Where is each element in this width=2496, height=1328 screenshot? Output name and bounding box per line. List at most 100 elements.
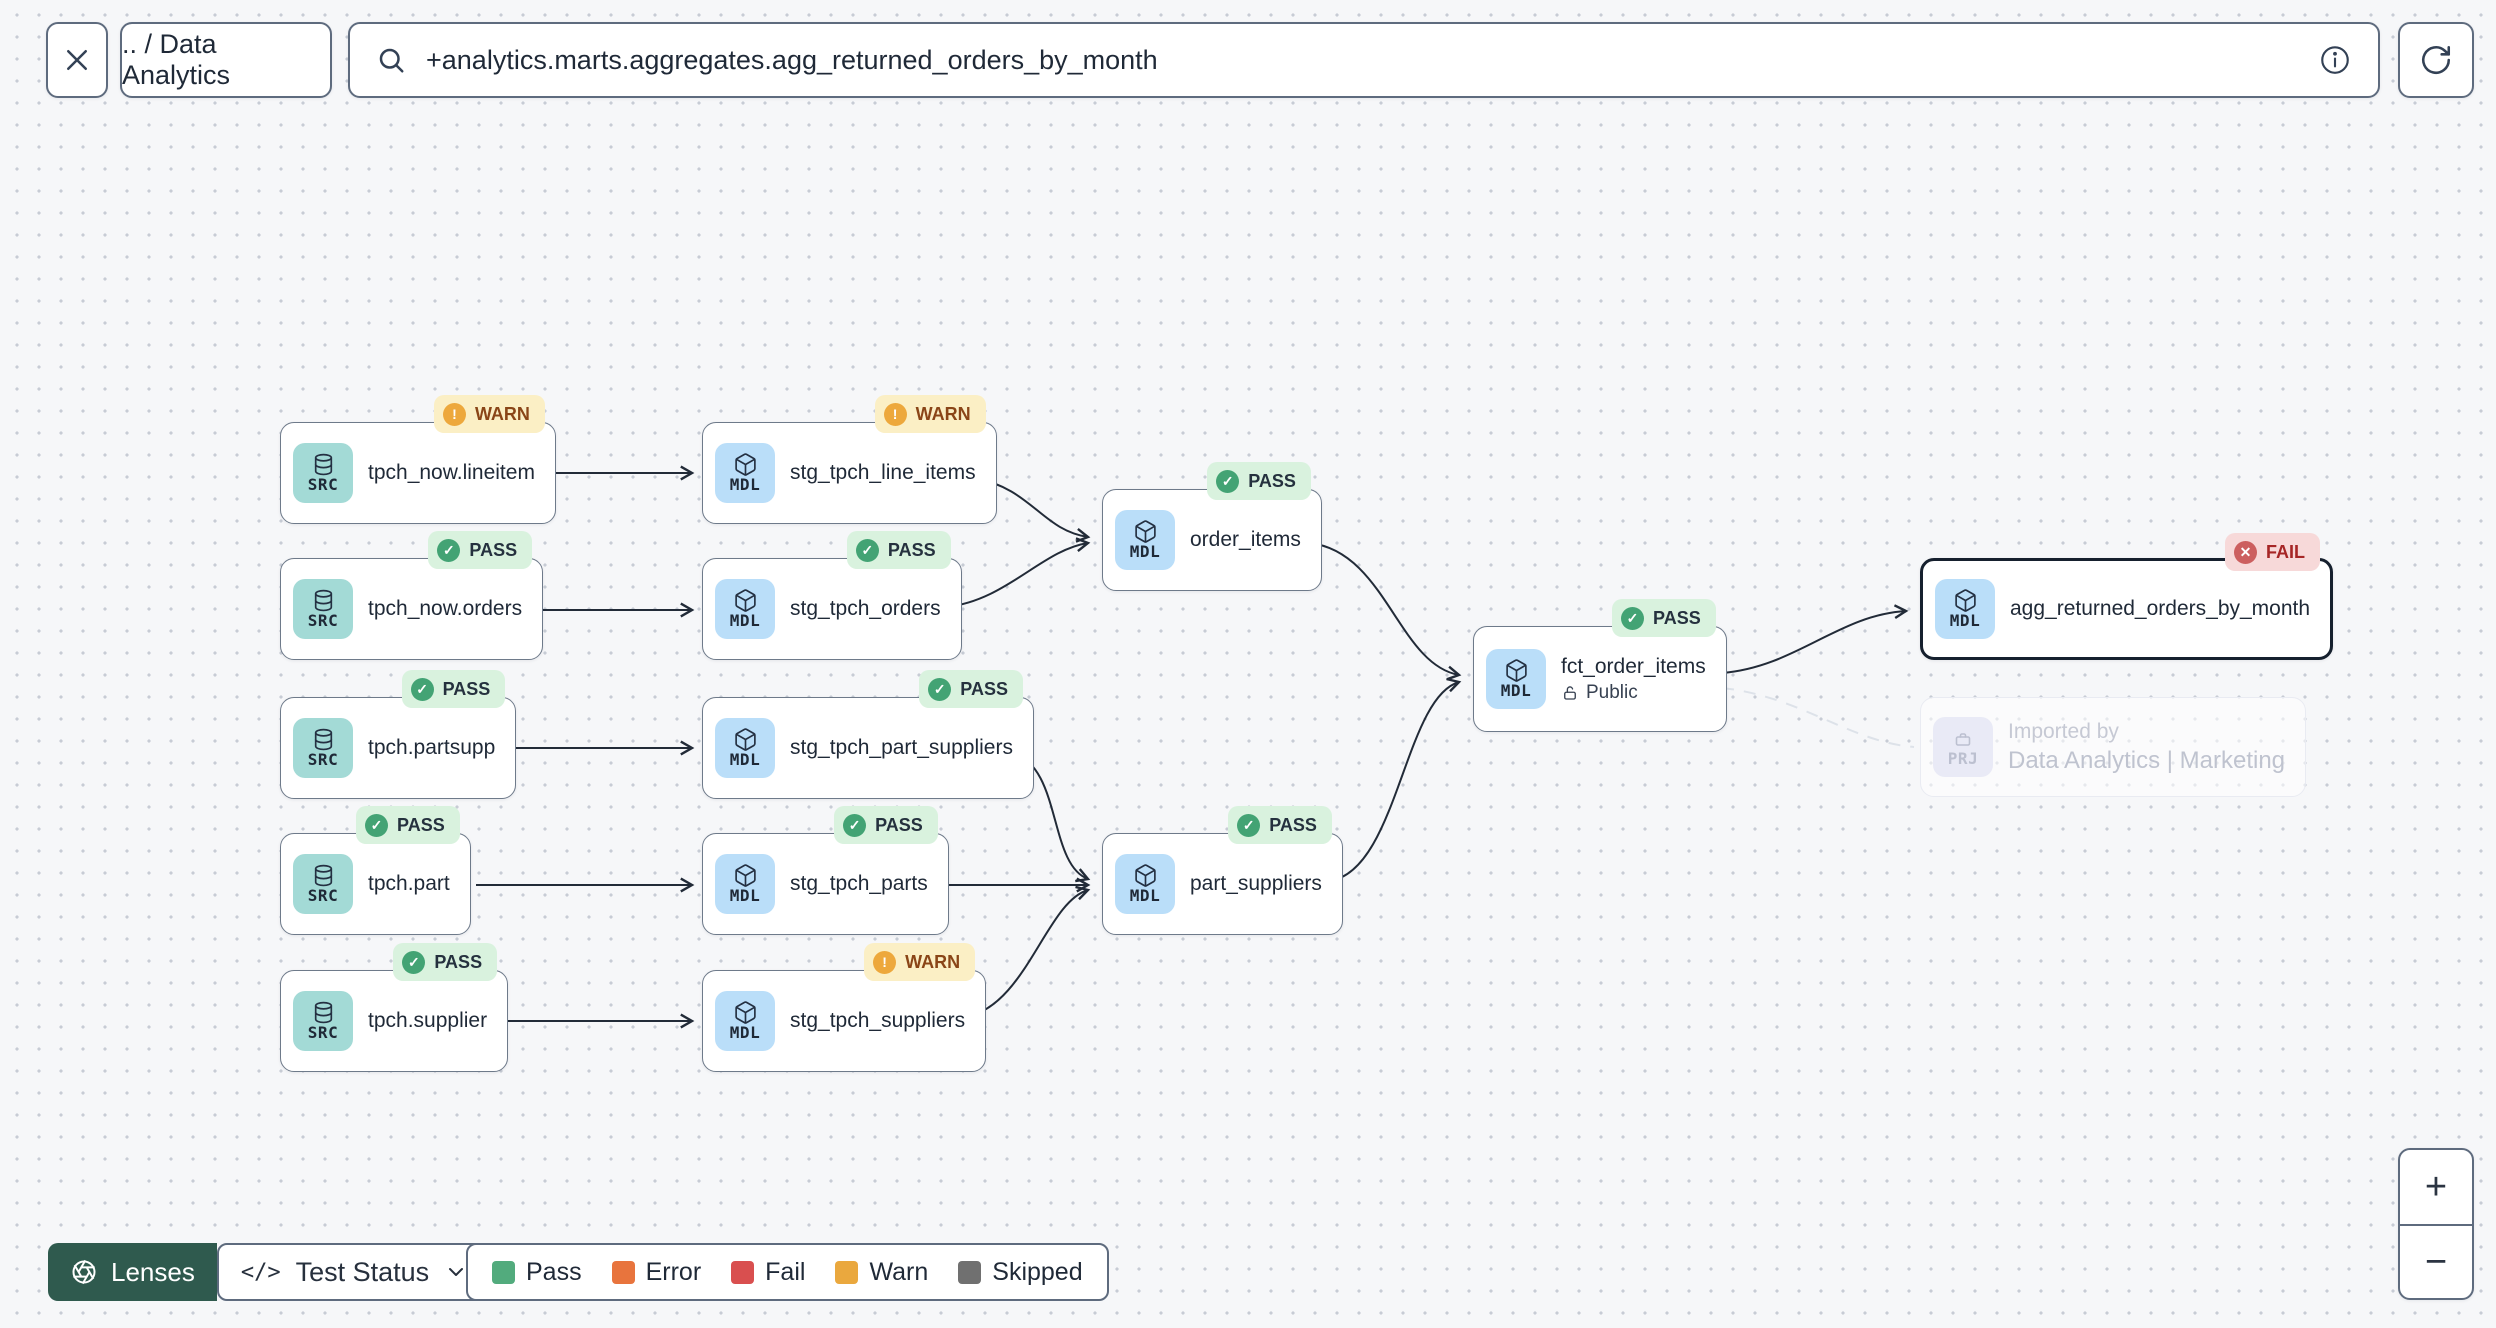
briefcase-icon [1955, 732, 1971, 746]
source-chip: SRC [293, 854, 353, 914]
cube-icon [1134, 864, 1156, 887]
status-badge-label: PASS [887, 539, 936, 560]
lenses-label: Lenses [111, 1256, 195, 1287]
chip-label: MDL [1129, 542, 1161, 562]
node-tpch-supplier[interactable]: ✓ PASS SRC tpch.supplier [280, 943, 509, 1072]
chip-label: SRC [307, 611, 339, 631]
check-icon: ✓ [1237, 813, 1261, 837]
check-icon: ✓ [437, 538, 461, 562]
node-label: stg_tpch_parts [790, 872, 928, 895]
chip-label: PRJ [1947, 748, 1979, 768]
zoom-in-button[interactable]: + [2400, 1150, 2472, 1224]
check-icon: ✓ [1621, 606, 1645, 630]
model-chip: MDL [1115, 510, 1175, 570]
info-icon[interactable] [2318, 43, 2352, 77]
imported-by-label: Imported by [2008, 719, 2119, 743]
database-icon [314, 589, 332, 612]
lenses-group: Lenses </> Test Status [48, 1243, 493, 1301]
access-row: Public [1561, 682, 1706, 704]
imported-by-project: Data Analytics | Marketing [2008, 746, 2286, 774]
check-icon: ✓ [1216, 469, 1240, 493]
project-chip: PRJ [1933, 717, 1993, 777]
status-badge: ✓ PASS [834, 806, 938, 844]
warn-icon: ! [873, 950, 897, 974]
node-part-suppliers[interactable]: ✓ PASS MDL part_suppliers [1102, 806, 1343, 935]
legend-item-error: Error [611, 1257, 702, 1287]
legend-label: Warn [869, 1257, 929, 1286]
cube-icon [734, 589, 756, 612]
search-icon [379, 48, 404, 73]
model-chip: MDL [715, 443, 775, 503]
node-label: order_items [1190, 528, 1301, 551]
search-input[interactable] [426, 44, 2298, 76]
lenses-button[interactable]: Lenses [48, 1243, 217, 1301]
unlock-icon [1564, 685, 1576, 700]
node-stg-tpch-parts[interactable]: ✓ PASS MDL stg_tpch_parts [702, 806, 949, 935]
chip-label: MDL [729, 611, 761, 631]
node-label: part_suppliers [1190, 872, 1322, 895]
check-icon: ✓ [928, 677, 952, 701]
node-fct-order-items[interactable]: ✓ PASS MDL fct_order_items Public [1473, 599, 1727, 732]
legend-label: Skipped [992, 1257, 1083, 1286]
status-badge: ✓ PASS [919, 670, 1023, 708]
check-icon: ✓ [402, 950, 426, 974]
test-status-legend: Pass Error Fail Warn Skipped [466, 1243, 1109, 1301]
node-imported-by-marketing[interactable]: PRJ Imported by Data Analytics | Marketi… [1920, 697, 2307, 797]
status-badge: ✓ PASS [356, 806, 460, 844]
source-chip: SRC [293, 991, 353, 1051]
chip-label: MDL [729, 1023, 761, 1043]
node-tpch-partsupp[interactable]: ✓ PASS SRC tpch.partsupp [280, 670, 517, 799]
database-icon [314, 864, 332, 887]
chip-label: SRC [307, 886, 339, 906]
node-label: agg_returned_orders_by_month [2010, 597, 2311, 620]
status-badge: ! WARN [433, 395, 545, 433]
breadcrumb-label: .. / Data Analytics [122, 29, 231, 90]
node-tpch-now-lineitem[interactable]: ! WARN SRC tpch_now.lineitem [280, 395, 556, 524]
status-badge: ✓ PASS [1207, 462, 1311, 500]
node-label: stg_tpch_line_items [790, 461, 976, 484]
node-label: stg_tpch_orders [790, 597, 941, 620]
node-stg-tpch-part-suppliers[interactable]: ✓ PASS MDL stg_tpch_part_suppliers [702, 670, 1034, 799]
refresh-icon [2421, 45, 2451, 75]
status-badge: ✓ PASS [428, 531, 533, 569]
lens-selector[interactable]: </> Test Status [216, 1243, 493, 1301]
cube-icon [1505, 659, 1527, 682]
check-icon: ✓ [410, 677, 434, 701]
node-tpch-part[interactable]: ✓ PASS SRC tpch.part [280, 806, 471, 935]
status-badge-label: PASS [1248, 470, 1296, 491]
legend-item-fail: Fail [731, 1258, 805, 1287]
node-stg-tpch-orders[interactable]: ✓ PASS MDL stg_tpch_orders [702, 531, 962, 660]
database-icon [314, 453, 332, 476]
zoom-out-button[interactable]: − [2400, 1224, 2472, 1298]
status-badge-label: PASS [442, 678, 491, 699]
legend-label: Error [645, 1257, 702, 1286]
refresh-button[interactable] [2398, 22, 2474, 98]
model-chip: MDL [715, 991, 775, 1051]
node-agg-returned-orders-by-month[interactable]: ✕ FAIL MDL agg_returned_orders_by_month [1920, 533, 2334, 660]
breadcrumb[interactable]: .. / Data Analytics [120, 22, 332, 98]
cube-icon [734, 1001, 756, 1024]
legend-label: Fail [765, 1257, 806, 1286]
fail-swatch [731, 1260, 755, 1284]
node-stg-tpch-suppliers[interactable]: ! WARN MDL stg_tpch_suppliers [702, 943, 987, 1072]
cube-icon [734, 453, 756, 476]
node-order-items[interactable]: ✓ PASS MDL order_items [1102, 462, 1322, 591]
source-chip: SRC [293, 579, 353, 639]
chip-label: MDL [729, 886, 761, 906]
node-label: stg_tpch_part_suppliers [790, 736, 1013, 759]
chip-label: SRC [307, 475, 339, 495]
close-button[interactable] [46, 22, 108, 98]
node-stg-tpch-line-items[interactable]: ! WARN MDL stg_tpch_line_items [702, 395, 997, 524]
node-label: fct_order_items [1561, 654, 1706, 678]
cube-icon [734, 864, 756, 887]
check-icon: ✓ [843, 813, 867, 837]
status-badge-label: PASS [469, 539, 518, 560]
aperture-icon [72, 1259, 96, 1285]
status-badge-label: WARN [915, 403, 971, 424]
legend-item-warn: Warn [835, 1258, 928, 1287]
warn-swatch [835, 1260, 859, 1284]
pass-swatch [492, 1260, 515, 1284]
node-tpch-now-orders[interactable]: ✓ PASS SRC tpch_now.orders [280, 531, 544, 660]
